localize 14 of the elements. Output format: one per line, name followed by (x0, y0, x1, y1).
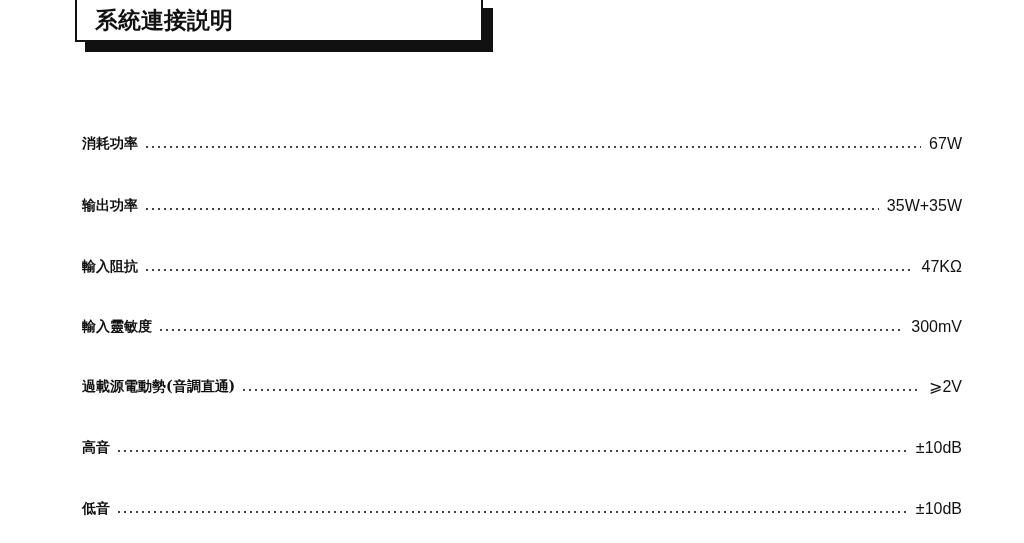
spec-value: ±10dB (915, 500, 962, 518)
spec-label: 輸入阻抗 (82, 258, 138, 276)
spec-label: 輸入靈敏度 (82, 318, 152, 336)
spec-label: 過載源電動勢(音調直通) (82, 378, 236, 396)
spec-value: ⩾2V (929, 377, 962, 396)
spec-value: ±10dB (915, 439, 962, 457)
spec-value: 47KΩ (921, 258, 962, 276)
spec-label: 输出功率 (82, 197, 138, 215)
spec-value: 35W+35W (886, 197, 962, 215)
spec-value: 67W (929, 135, 962, 153)
spec-value: 300mV (911, 318, 962, 336)
spec-label: 高音 (82, 439, 110, 457)
spec-label: 消耗功率 (82, 135, 138, 153)
spec-label: 低音 (82, 500, 110, 518)
